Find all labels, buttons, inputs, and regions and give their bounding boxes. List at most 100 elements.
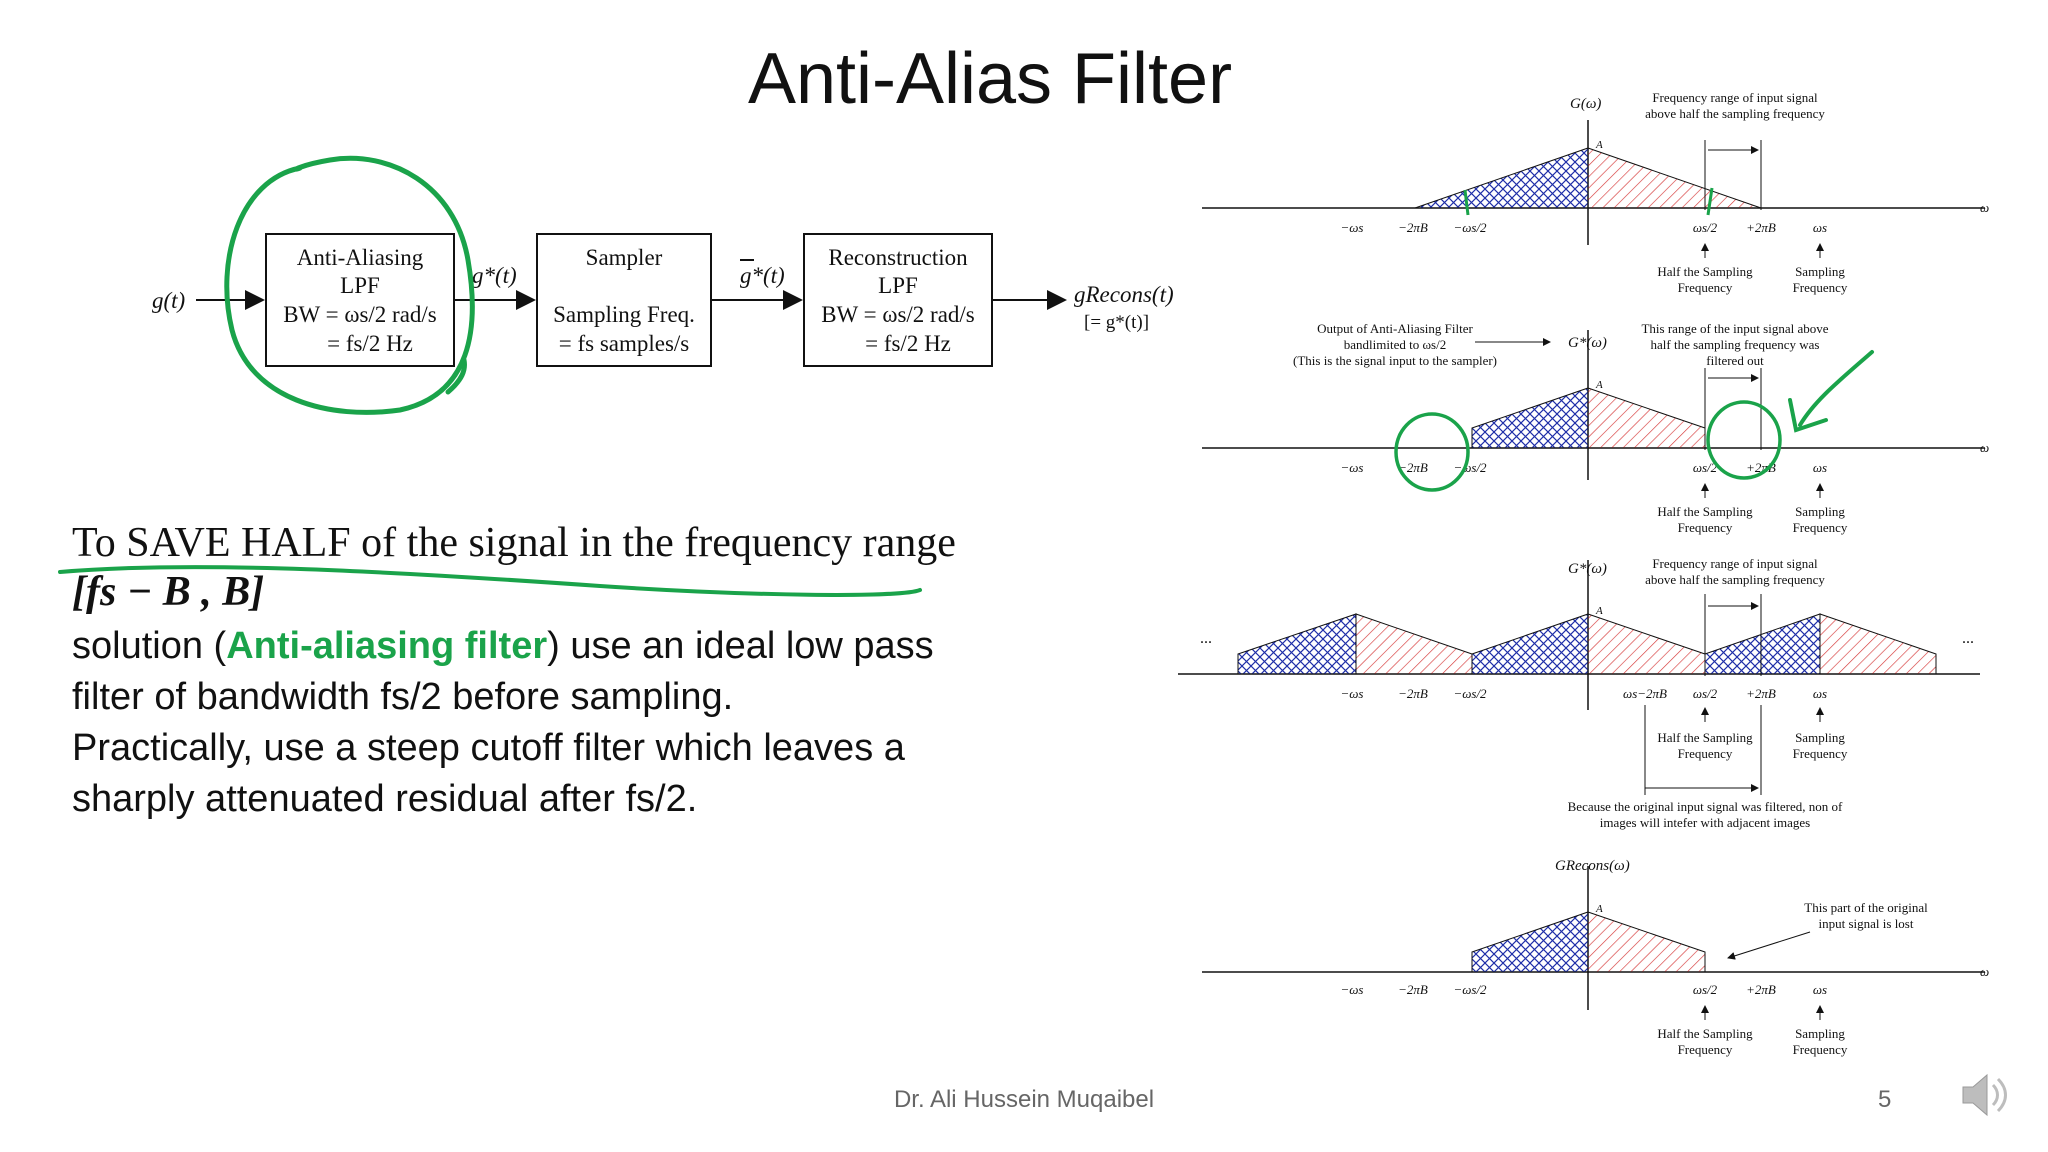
- p1-note-1: Frequency range of input signal: [1652, 90, 1818, 105]
- box1-line2: LPF: [340, 273, 380, 298]
- annotation-tail: [445, 357, 467, 395]
- box3-line3: BW = ωs/2 rad/s: [821, 302, 975, 327]
- p3-under-1b: Frequency: [1678, 746, 1733, 761]
- p3-bottom-note-1: Because the original input signal was fi…: [1568, 799, 1843, 814]
- p2-peak: A: [1595, 379, 1603, 391]
- p4-tick-2: −2πB: [1398, 982, 1428, 997]
- text-line-3-post: ) use an ideal low pass: [547, 625, 934, 667]
- box3-line1: Reconstruction: [828, 245, 968, 270]
- p1-tick-3: −ωs/2: [1453, 220, 1487, 235]
- p2-tick-2: −2πB: [1398, 460, 1428, 475]
- p3-tick-1: −ωs: [1340, 686, 1363, 701]
- p2-tick-3: −ωs/2: [1453, 460, 1487, 475]
- p3-tick-4: ωs−2πB: [1623, 686, 1667, 701]
- p4-tick-4: ωs/2: [1693, 982, 1718, 997]
- p3-ylabel: G*(ω): [1568, 561, 1607, 577]
- p3-under-2b: Frequency: [1793, 746, 1848, 761]
- spectrum-panel-1: G(ω) Frequency range of input signal abo…: [1202, 90, 1989, 295]
- text-line-4: filter of bandwidth fs/2 before sampling…: [72, 676, 734, 718]
- anti-aliasing-filter-term: Anti-aliasing filter: [226, 625, 548, 667]
- p1-under-2a: Sampling: [1795, 264, 1845, 279]
- annotation-circle: [224, 155, 475, 415]
- p2-left-note-3: (This is the signal input to the sampler…: [1293, 353, 1497, 368]
- slide-title: Anti-Alias Filter: [747, 39, 1233, 119]
- page-number: 5: [1878, 1086, 1892, 1113]
- p4-peak: A: [1595, 903, 1603, 915]
- p4-tick-5: +2πB: [1746, 982, 1776, 997]
- p4-note-2: input signal is lost: [1819, 916, 1914, 931]
- box1-line1: Anti-Aliasing: [297, 245, 424, 270]
- p3-under-1a: Half the Sampling: [1657, 730, 1753, 745]
- p2-left-note-1: Output of Anti-Aliasing Filter: [1317, 321, 1473, 336]
- p2-under-1b: Frequency: [1678, 520, 1733, 535]
- p3-dots-left: ...: [1200, 630, 1212, 647]
- footer-author: Dr. Ali Hussein Muqaibel: [893, 1086, 1155, 1113]
- p1-peak: A: [1595, 139, 1603, 151]
- p1-tick-5: +2πB: [1746, 220, 1776, 235]
- p2-under-1a: Half the Sampling: [1657, 504, 1753, 519]
- p2-right-note-3: filtered out: [1706, 353, 1764, 368]
- speaker-icon[interactable]: [1955, 1065, 2015, 1125]
- p4-under-2a: Sampling: [1795, 1026, 1845, 1041]
- p1-ylabel: G(ω): [1570, 96, 1601, 112]
- p3-note-2: above half the sampling frequency: [1645, 572, 1825, 587]
- p1-tick-6: ωs: [1813, 220, 1827, 235]
- text-line-3: solution (Anti-aliasing filter) use an i…: [72, 625, 934, 668]
- text-line-3-pre: solution (: [72, 625, 227, 667]
- p1-axis: ω: [1980, 200, 1989, 215]
- p3-peak: A: [1595, 605, 1603, 617]
- p3-note-1: Frequency range of input signal: [1652, 556, 1818, 571]
- p1-under-1b: Frequency: [1678, 280, 1733, 295]
- block-diagram: g(t) Anti-Aliasing LPF BW = ωs/2 rad/s =…: [152, 155, 1174, 415]
- p4-under-1b: Frequency: [1678, 1042, 1733, 1057]
- p4-under-2b: Frequency: [1793, 1042, 1848, 1057]
- p1-under-1a: Half the Sampling: [1657, 264, 1753, 279]
- p4-ylabel: GRecons(ω): [1555, 858, 1630, 874]
- output-note: [= g*(t)]: [1084, 312, 1149, 333]
- p4-note-1: This part of the original: [1804, 900, 1928, 915]
- p2-ylabel: G*(ω): [1568, 335, 1607, 351]
- p3-tick-7: ωs: [1813, 686, 1827, 701]
- p2-under-2b: Frequency: [1793, 520, 1848, 535]
- sig1-label: g*(t): [472, 263, 517, 288]
- p1-tick-1: −ωs: [1340, 220, 1363, 235]
- p3-tick-2: −2πB: [1398, 686, 1428, 701]
- p3-bottom-note-2: images will intefer with adjacent images: [1600, 815, 1810, 830]
- text-line-6: sharply attenuated residual after fs/2.: [72, 778, 698, 820]
- text-line-1: To SAVE HALF of the signal in the freque…: [72, 520, 956, 566]
- box2-line2: Sampling Freq.: [553, 302, 695, 327]
- p4-under-1a: Half the Sampling: [1657, 1026, 1753, 1041]
- p2-tick-4: ωs/2: [1693, 460, 1718, 475]
- box2-line3: = fs samples/s: [559, 331, 690, 356]
- p3-tick-5: ωs/2: [1693, 686, 1718, 701]
- p4-axis: ω: [1980, 964, 1989, 979]
- p3-tick-6: +2πB: [1746, 686, 1776, 701]
- p3-under-2a: Sampling: [1795, 730, 1845, 745]
- box3-line4: = fs/2 Hz: [865, 331, 951, 356]
- p2-left-note-2: bandlimited to ωs/2: [1344, 337, 1446, 352]
- p4-tick-1: −ωs: [1340, 982, 1363, 997]
- input-signal-label: g(t): [152, 288, 185, 313]
- p1-tick-4: ωs/2: [1693, 220, 1718, 235]
- underline-annotation: [58, 565, 922, 597]
- text-line-5: Practically, use a steep cutoff filter w…: [72, 727, 905, 769]
- p4-tick-6: ωs: [1813, 982, 1827, 997]
- spectrum-panel-4: GRecons(ω) This part of the original inp…: [1202, 858, 1989, 1057]
- spectrum-panel-3: G*(ω) Frequency range of input signal ab…: [1178, 556, 1980, 830]
- box1-line4: = fs/2 Hz: [327, 331, 413, 356]
- p3-dots-right: ...: [1962, 630, 1974, 647]
- p2-under-2a: Sampling: [1795, 504, 1845, 519]
- p2-tick-1: −ωs: [1340, 460, 1363, 475]
- p2-tick-5: +2πB: [1746, 460, 1776, 475]
- p2-tick-6: ωs: [1813, 460, 1827, 475]
- text-line-2: [fs − B , B]: [72, 569, 265, 615]
- p2-axis: ω: [1980, 440, 1989, 455]
- spectrum-panel-2: G*(ω) Output of Anti-Aliasing Filter ban…: [1202, 321, 1989, 535]
- box3-line2: LPF: [878, 273, 918, 298]
- p2-right-note-2: half the sampling frequency was: [1651, 337, 1820, 352]
- p1-tick-2: −2πB: [1398, 220, 1428, 235]
- box2-line1: Sampler: [586, 245, 663, 270]
- output-signal-label: gRecons(t): [1074, 282, 1174, 307]
- sig2-label: g*(t): [740, 263, 785, 288]
